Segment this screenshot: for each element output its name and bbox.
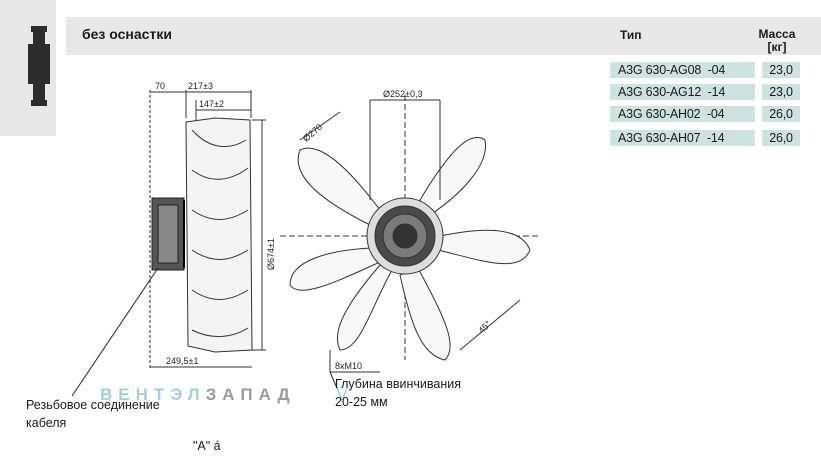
dim-70: 70 <box>155 81 165 91</box>
fan-side-view <box>149 90 266 370</box>
watermark-part3: V <box>336 385 348 404</box>
fan-side-icon <box>28 26 50 106</box>
cable-label-line1: Резьбовое соединение <box>26 398 160 412</box>
watermark-part1: ВЕНТЭЛ <box>100 385 206 404</box>
fan-front-view <box>280 95 540 373</box>
row-mass: 26,0 <box>762 130 800 146</box>
dim-249: 249,5±1 <box>166 356 198 366</box>
dim-147: 147±2 <box>199 99 224 109</box>
table-row: A3G 630-AG08 -04 23,0 <box>610 62 800 78</box>
row-type: A3G 630-AG12 -14 <box>610 84 755 100</box>
header-bar <box>66 17 821 55</box>
depth-label-line1: Глубина ввинчивания <box>335 377 461 391</box>
table-row: A3G 630-AH07 -14 26,0 <box>610 130 800 146</box>
cable-leader-line <box>71 267 159 397</box>
row-type: A3G 630-AH02 -04 <box>610 106 755 122</box>
dim-diameter-side: Ø674±1 <box>266 238 276 270</box>
dim-angle: 45° <box>476 318 493 335</box>
row-mass: 23,0 <box>762 62 800 78</box>
watermark: ВЕНТЭЛЗАПАД V <box>100 385 348 405</box>
table-row: A3G 630-AH02 -04 26,0 <box>610 106 800 122</box>
watermark-part2: ЗАПАД <box>205 385 296 404</box>
cable-label: Резьбовое соединение кабеля <box>26 396 160 432</box>
depth-label: Глубина ввинчивания 20-25 мм <box>335 375 461 411</box>
row-type: A3G 630-AH07 -14 <box>610 130 755 146</box>
col-type-header: Тип <box>620 28 642 42</box>
depth-label-line2: 20-25 мм <box>335 395 388 409</box>
dim-217: 217±3 <box>188 81 213 91</box>
col-mass-header: Масса [кг] <box>758 27 796 54</box>
table-row: A3G 630-AG12 -14 23,0 <box>610 84 800 100</box>
cable-label-line2: кабеля <box>26 416 67 430</box>
depth-leader-line <box>329 371 341 396</box>
dim-252: Ø252±0,3 <box>383 89 422 99</box>
dim-bolts: 8xM10 <box>335 361 362 371</box>
page-title: без оснастки <box>82 26 172 42</box>
row-mass: 26,0 <box>762 106 800 122</box>
row-mass: 23,0 <box>762 84 800 100</box>
row-type: A3G 630-AG08 -04 <box>610 62 755 78</box>
view-a-label: "A" á <box>193 439 221 453</box>
